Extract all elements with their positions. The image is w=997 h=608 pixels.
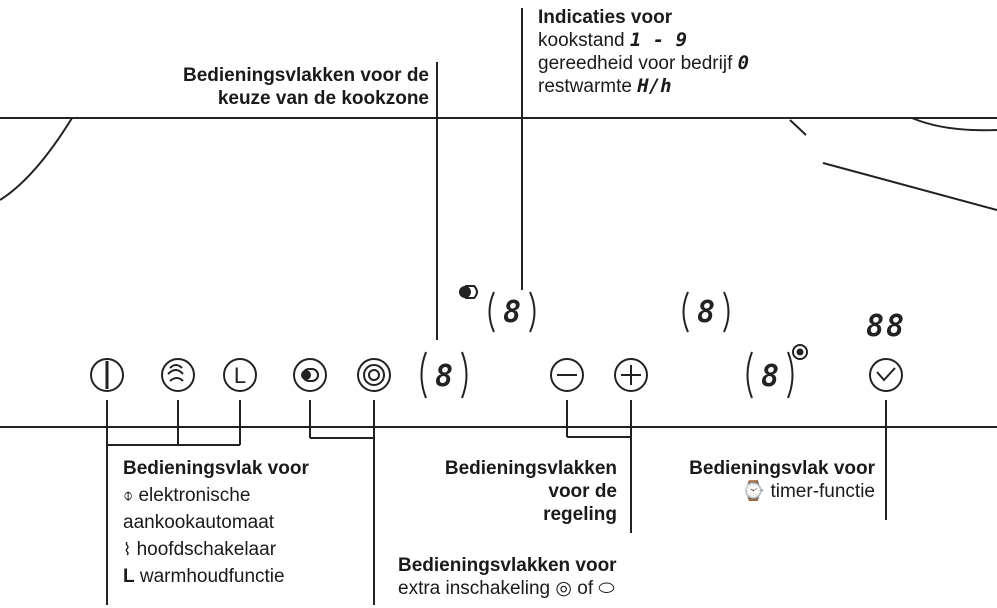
svg-text:8: 8 [697, 295, 715, 330]
leader-lines [106, 8, 887, 605]
regeling-line2: voor de [548, 481, 617, 502]
svg-text:8: 8 [435, 359, 453, 394]
timer-title: Bedieningsvlak voor [689, 458, 875, 479]
cooking-zone-left-arc [0, 117, 73, 201]
timer-line: ⌚ timer-functie [741, 481, 875, 502]
callout-timer: Bedieningsvlak voor ⌚ timer-functie [689, 457, 875, 503]
cooking-zone-right-inner-arc [911, 117, 997, 132]
restwarmte-symbol: H/h [637, 75, 672, 97]
callout-regeling: Bedieningsvlakken voor de regeling [445, 457, 617, 526]
extra-inschakeling-line: extra inschakeling ◎ of ⬭ [398, 578, 615, 599]
kookzone-keuze-line2: keuze van de kookzone [217, 88, 429, 109]
extra-zone-oval-button[interactable] [293, 358, 327, 392]
main-switch-icon: ⌇ [123, 540, 132, 559]
item-aankookautomaat: ⌽ elektronische [123, 485, 251, 506]
timer-display: 88 [866, 309, 906, 344]
callout-bedieningsvlak-links: Bedieningsvlak voor ⌽ elektronische aank… [123, 455, 309, 590]
keep-warm-letter: L [123, 566, 135, 587]
kookstand-symbol: 1 - 9 [629, 29, 688, 51]
svg-text:8: 8 [503, 295, 521, 330]
main-switch-button[interactable] [161, 358, 195, 392]
kookzone-keuze-line1: Bedieningsvlakken voor de [182, 65, 429, 86]
zone-display-rear-right[interactable]: 8 [682, 291, 730, 333]
callout-extra-inschakeling: Bedieningsvlakken voor extra inschakelin… [398, 554, 617, 600]
zone-display-front-left[interactable]: 8 [420, 351, 468, 399]
minus-button[interactable] [550, 358, 584, 392]
svg-text:L: L [234, 363, 246, 388]
timer-icon: ⌚ [741, 481, 766, 502]
zone-display-front-right[interactable]: 8 [746, 344, 808, 399]
gereedheid-symbol: 0 [737, 52, 750, 74]
item-warmhoudfunctie: L warmhoudfunctie [123, 566, 285, 587]
cooking-zone-right-tick [789, 119, 807, 136]
power-onoff-button[interactable] [90, 358, 124, 392]
keep-warm-button[interactable]: L [223, 358, 257, 392]
indicaties-title: Indicaties voor [538, 7, 673, 28]
regeling-line1: Bedieningsvlakken [444, 458, 617, 479]
indicaties-line-gereedheid: gereedheid voor bedrijf 0 [538, 52, 750, 74]
indicaties-line-kookstand: kookstand 1 - 9 [538, 29, 688, 51]
callout-indicaties: Indicaties voor kookstand 1 - 9 gereedhe… [538, 6, 749, 98]
extra-inschakeling-title: Bedieningsvlakken voor [398, 555, 617, 576]
ring-zone-icon: ◎ [555, 578, 572, 599]
indicaties-line-restwarmte: restwarmte H/h [538, 75, 672, 97]
cooking-zone-right-outer-arc [822, 162, 997, 211]
callout-kookzone-keuze: Bedieningsvlakken voor de keuze van de k… [183, 64, 429, 110]
svg-text:8: 8 [761, 359, 779, 394]
zone-display-rear-left[interactable]: 8 [459, 285, 536, 333]
oval-zone-icon: ⬭ [598, 578, 615, 599]
extra-zone-ring-button[interactable] [357, 358, 391, 392]
regeling-line3: regeling [543, 504, 617, 525]
item-aankookautomaat-cont: aankookautomaat [123, 512, 275, 533]
plus-button[interactable] [614, 358, 648, 392]
item-hoofdschakelaar: ⌇ hoofdschakelaar [123, 539, 277, 560]
timer-button[interactable] [869, 358, 903, 392]
power-onoff-icon: ⌽ [123, 486, 134, 505]
bedieningsvlak-links-title: Bedieningsvlak voor [123, 458, 309, 479]
